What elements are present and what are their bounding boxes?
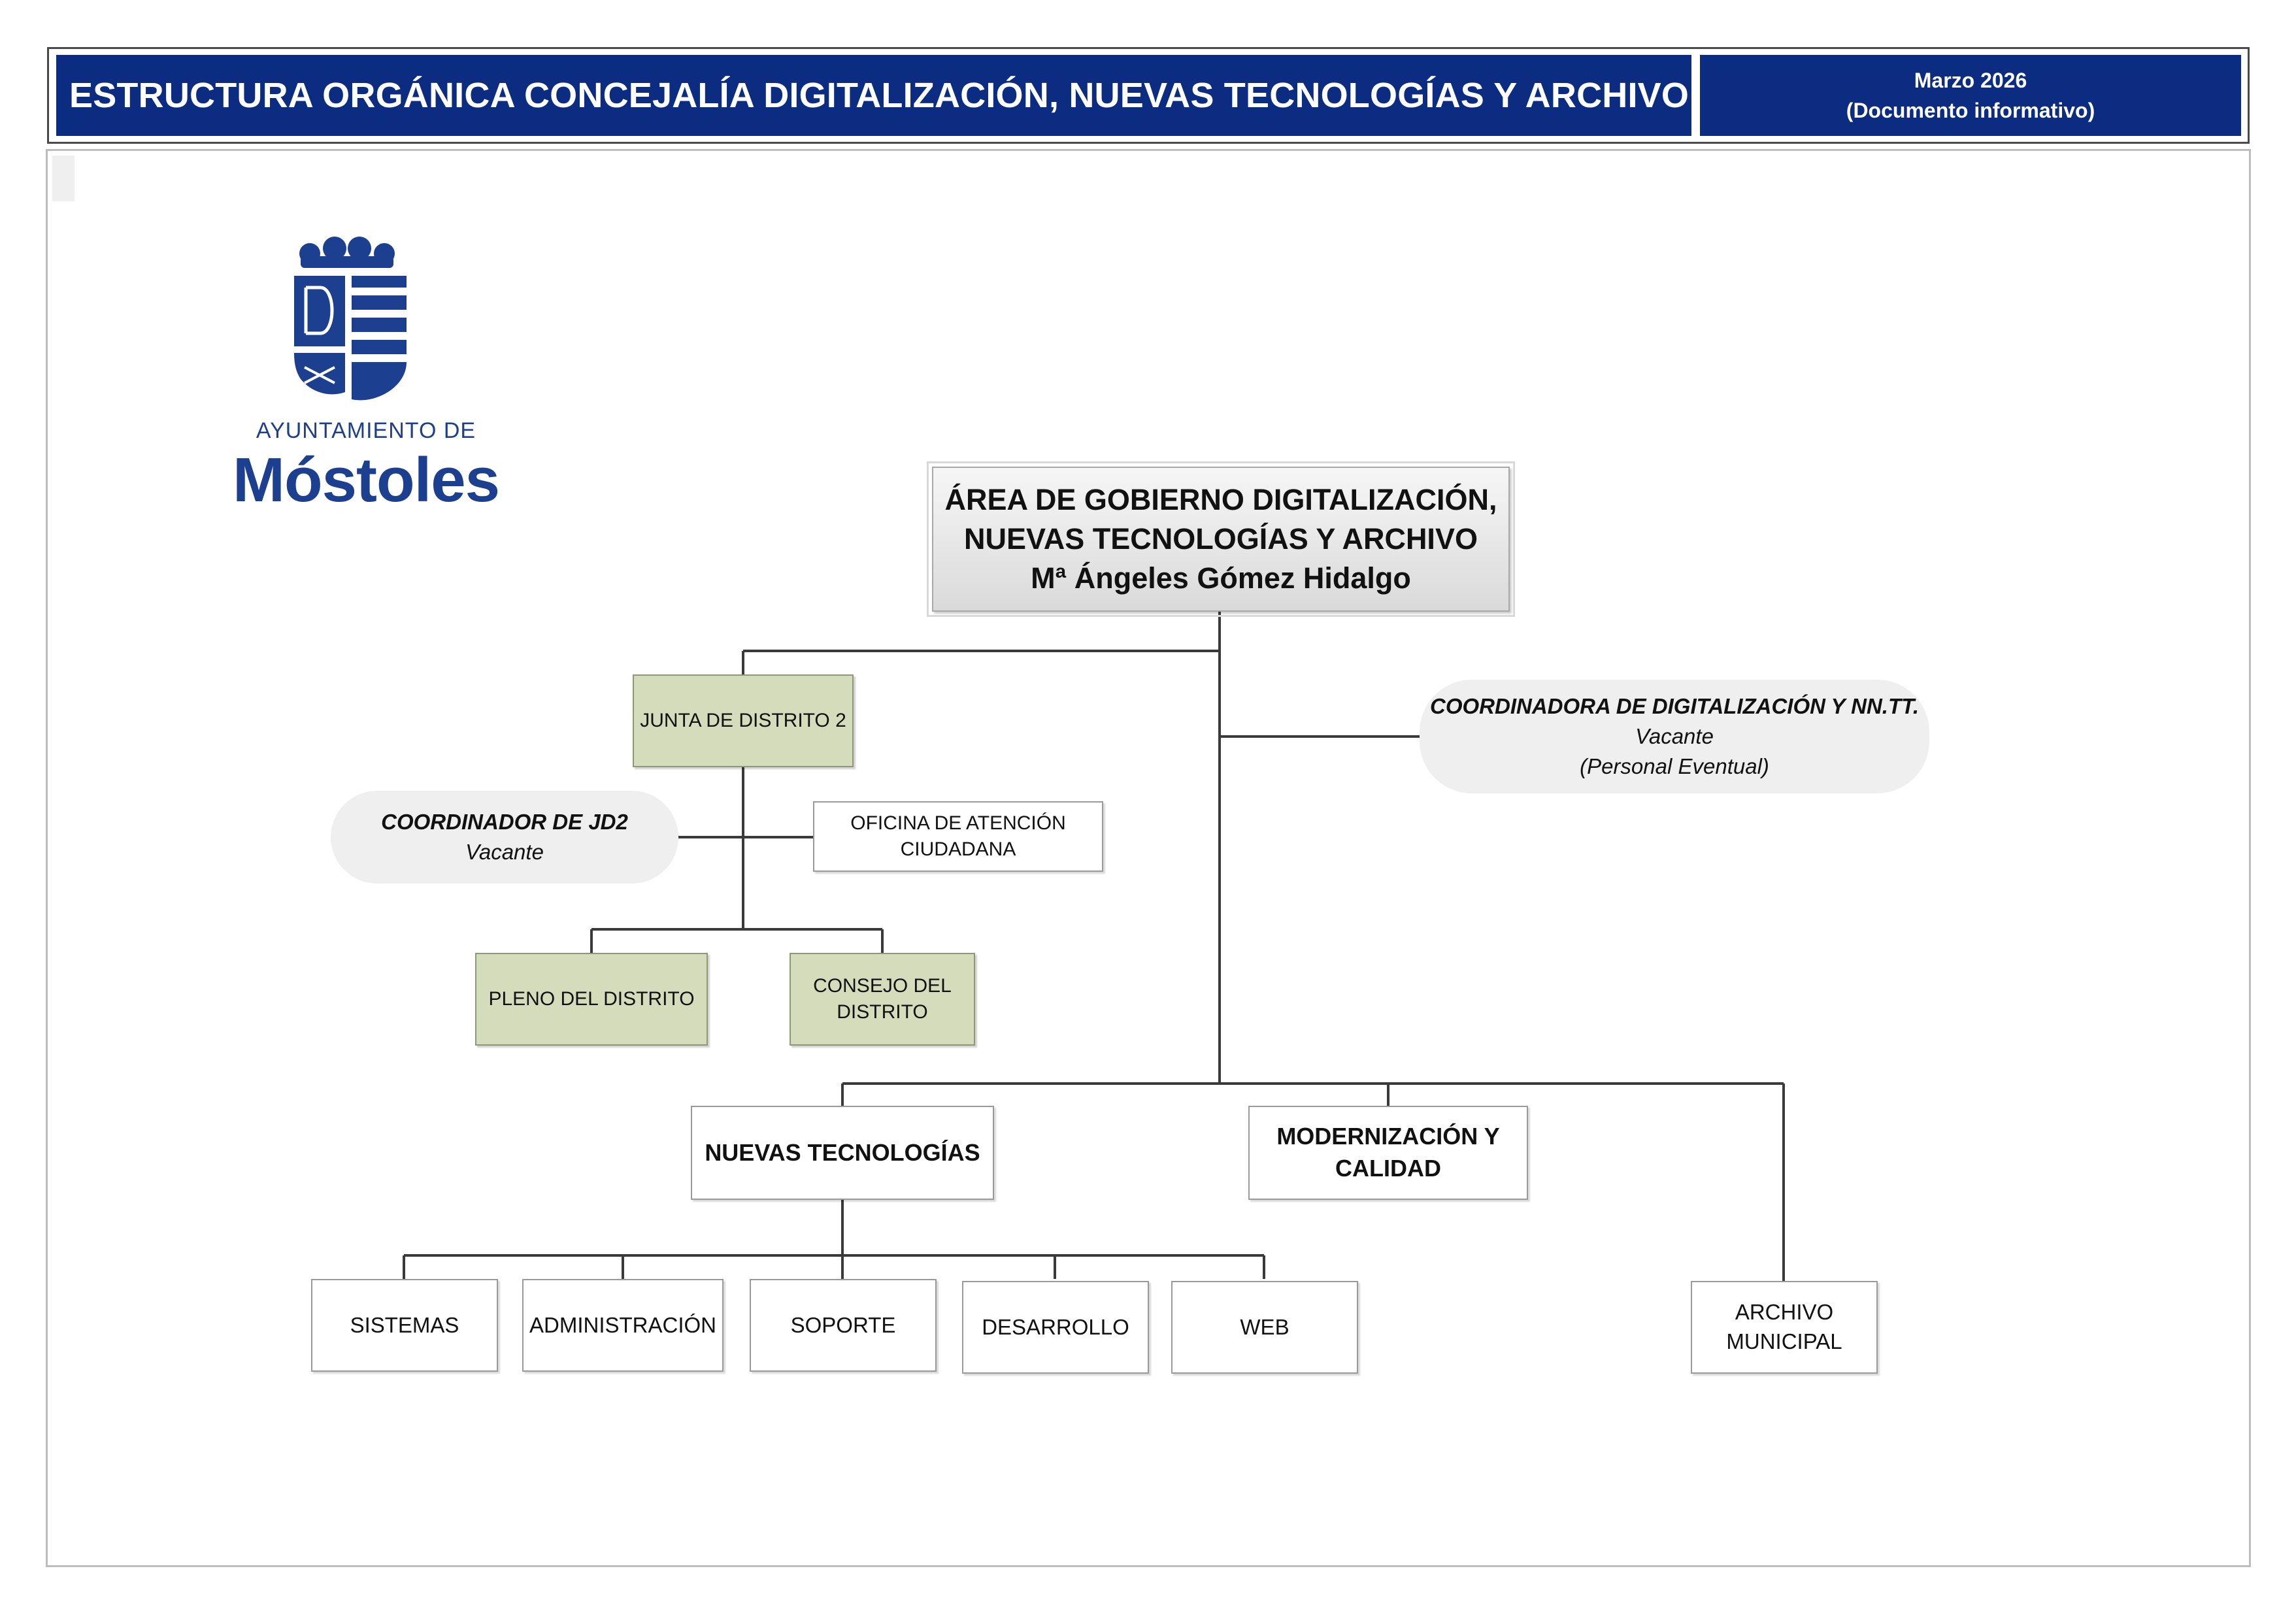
coordinadora-digitalizacion: COORDINADORA DE DIGITALIZACIÓN Y NN.TT. … [1420,680,1929,793]
unit-sistemas-label: SISTEMAS [350,1312,459,1337]
area-gobierno-box: ÁREA DE GOBIERNO DIGITALIZACIÓN, NUEVAS … [927,461,1515,617]
oficina-line2: CIUDADANA [900,838,1016,860]
coordinador-jd2-title: COORDINADOR DE JD2 [381,809,628,834]
unit-sistemas-box: SISTEMAS [311,1279,498,1372]
logo-city-name: Móstoles [232,445,500,515]
unit-desarrollo-box: DESARROLLO [962,1281,1149,1374]
unit-desarrollo-label: DESARROLLO [982,1314,1129,1339]
archivo-municipal-box: ARCHIVO MUNICIPAL [1691,1281,1878,1374]
nuevas-tecnologias-label: NUEVAS TECNOLOGÍAS [705,1138,980,1166]
unit-soporte-label: SOPORTE [790,1312,896,1337]
archivo-line1: ARCHIVO [1735,1300,1834,1325]
unit-administracion-label: ADMINISTRACIÓN [529,1312,716,1337]
area-title-line1: ÁREA DE GOBIERNO DIGITALIZACIÓN, [944,483,1497,517]
consejo-line1: CONSEJO DEL [813,974,952,997]
logo-subtitle: AYUNTAMIENTO DE [256,418,476,443]
municipality-logo: AYUNTAMIENTO DE Móstoles [196,222,536,523]
document-type-label: (Documento informativo) [1846,99,2095,122]
unit-administracion-box: ADMINISTRACIÓN [522,1279,724,1372]
area-title-line2: NUEVAS TECNOLOGÍAS Y ARCHIVO [964,522,1478,556]
coordinador-jd2: COORDINADOR DE JD2 Vacante [331,791,678,884]
date-label: Marzo 2026 [1914,69,2027,92]
consejo-line2: DISTRITO [837,1001,928,1023]
page-title: ESTRUCTURA ORGÁNICA CONCEJALÍA DIGITALIZ… [56,55,1691,136]
coordinadora-note: (Personal Eventual) [1580,754,1769,779]
consejo-distrito-box: CONSEJO DEL DISTRITO [790,953,975,1046]
oficina-line1: OFICINA DE ATENCIÓN [850,812,1066,834]
archivo-line2: MUNICIPAL [1726,1329,1842,1353]
modernizacion-line1: MODERNIZACIÓN Y [1276,1123,1500,1150]
modernizacion-line2: CALIDAD [1335,1155,1441,1182]
oficina-atencion-box: OFICINA DE ATENCIÓN CIUDADANA [813,801,1103,872]
pleno-label: PLENO DEL DISTRITO [488,987,695,1010]
junta-distrito-box: JUNTA DE DISTRITO 2 [633,674,854,767]
unit-web-box: WEB [1171,1281,1358,1374]
document-date: Marzo 2026 (Documento informativo) [1700,55,2241,136]
coordinador-jd2-status: Vacante [465,840,544,864]
unit-soporte-box: SOPORTE [750,1279,937,1372]
coordinadora-title: COORDINADORA DE DIGITALIZACIÓN Y NN.TT. [1430,693,1919,718]
modernizacion-calidad-box: MODERNIZACIÓN Y CALIDAD [1248,1106,1528,1200]
pleno-distrito-box: PLENO DEL DISTRITO [475,953,708,1046]
area-head-name: Mª Ángeles Gómez Hidalgo [1031,561,1411,595]
junta-label: JUNTA DE DISTRITO 2 [640,709,846,731]
coat-of-arms-icon [294,237,407,401]
coordinadora-status: Vacante [1635,723,1714,748]
corner-mark [52,156,75,201]
nuevas-tecnologias-box: NUEVAS TECNOLOGÍAS [691,1106,994,1200]
unit-web-label: WEB [1240,1314,1289,1339]
